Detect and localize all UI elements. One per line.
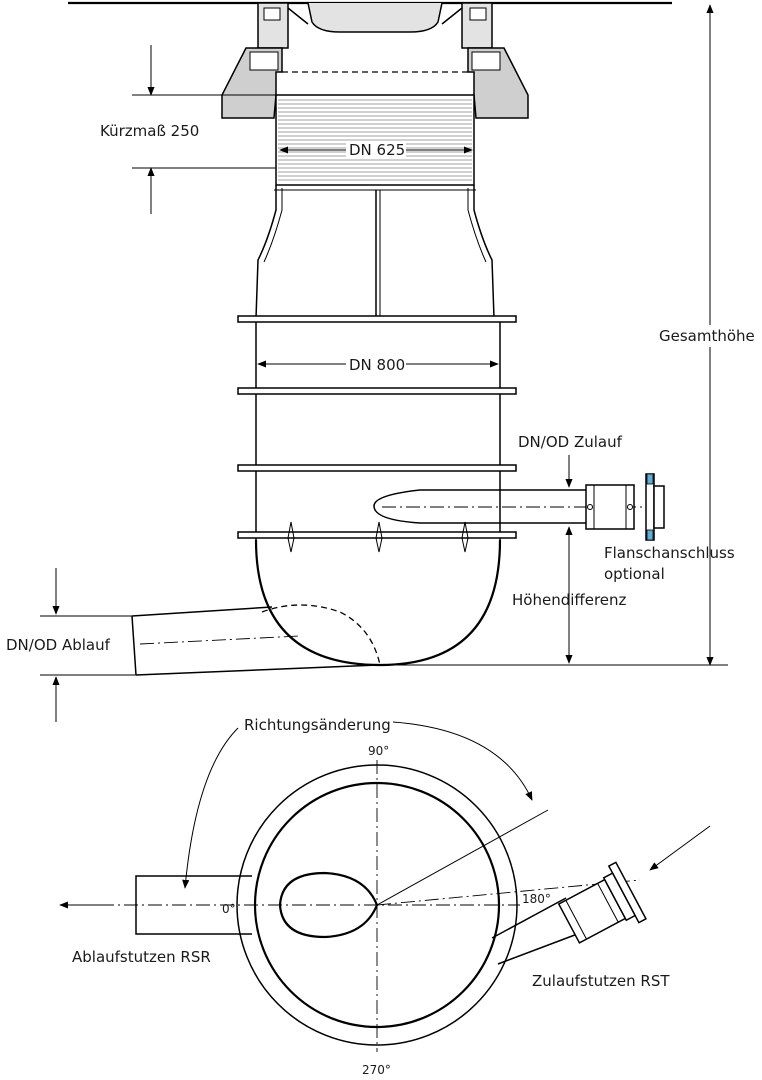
channel-dashed (261, 604, 381, 666)
label-ablauf: DN/OD Ablauf (6, 636, 111, 654)
shaft-bottom (254, 539, 502, 667)
label-hoehendiff: Höhendifferenz (512, 591, 627, 609)
dimension-gesamthoehe (380, 4, 762, 666)
label-rsr: Ablaufstutzen RSR (72, 948, 211, 966)
label-270deg: 270° (362, 1063, 391, 1077)
outlet-pipe (131, 606, 379, 676)
label-180deg: 180° (522, 892, 551, 906)
dimension-ablauf (40, 568, 136, 722)
riser-dn625 (275, 94, 475, 186)
channel-egg (278, 871, 379, 939)
label-zulauf: DN/OD Zulauf (518, 433, 623, 451)
inlet-stub-plan (376, 825, 711, 965)
shaft-body-dn800 (237, 315, 517, 553)
manhole-cover (257, 2, 493, 49)
outlet-stub-plan (59, 875, 252, 935)
label-rst: Zulaufstutzen RST (532, 972, 670, 990)
direction-arc-left (182, 727, 239, 889)
inlet-pipe (373, 473, 665, 541)
support-ring (221, 47, 529, 119)
label-gesamthoehe: Gesamthöhe (659, 327, 755, 345)
label-kurzmass: Kürzmaß 250 (100, 122, 199, 140)
label-richtung: Richtungsänderung (244, 716, 391, 734)
cone-right (473, 185, 495, 319)
label-flansch-2: optional (604, 565, 665, 583)
label-0deg: 0° (222, 902, 236, 916)
dimension-kurzmass (132, 45, 276, 214)
elevation-view (40, 1, 762, 722)
label-90deg: 90° (368, 744, 389, 758)
label-dn800: DN 800 (349, 356, 405, 374)
plan-view (59, 721, 711, 1052)
label-flansch-1: Flanschanschluss (604, 544, 735, 562)
label-dn625: DN 625 (349, 141, 405, 159)
direction-arc-right (392, 721, 533, 801)
cone-left (255, 185, 277, 319)
